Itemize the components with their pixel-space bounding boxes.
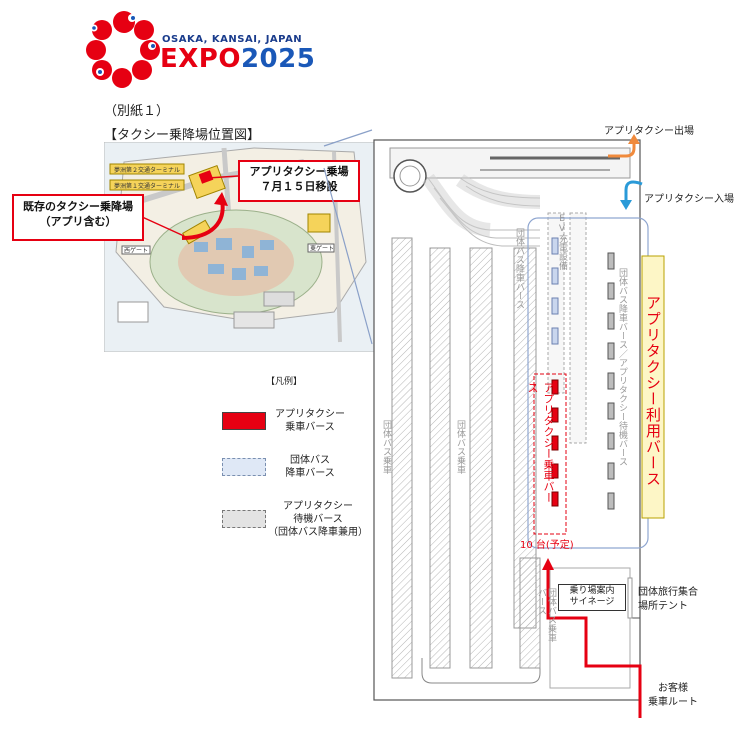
- legend-title: 【凡例】: [266, 377, 303, 387]
- logo-year: 2025: [240, 44, 316, 74]
- west-gate-label: 西ゲート: [124, 247, 148, 255]
- callout-app-line1: アプリタクシー乗場: [249, 165, 349, 178]
- tent-line1: 団体旅行集合: [638, 587, 698, 598]
- lane-label-bus-dropoff: 団体バス降車バース: [514, 228, 524, 309]
- berth-count-label: 10 台(予定): [520, 540, 574, 551]
- signage-line1: 乗り場案内: [569, 586, 615, 596]
- tent-line2: 場所テント: [638, 601, 688, 612]
- customer-route-arrow-icon: [542, 558, 554, 570]
- legend-swatch-boarding: [222, 412, 266, 430]
- legend-item-waiting: アプリタクシー 待機バース （団体バス降車兼用）: [262, 500, 374, 539]
- relocation-arrow-head-icon: [214, 192, 228, 206]
- east-gate-label: 東ゲート: [310, 245, 334, 253]
- legend-swatch-bus-dropoff: [222, 458, 266, 476]
- annex-label: （別紙１）: [104, 104, 170, 119]
- legend-boarding-line1: アプリタクシー: [275, 409, 345, 420]
- entry-label: アプリタクシー入場: [644, 194, 734, 205]
- entry-arrow: [624, 180, 643, 202]
- boarding-berth-label: アプリタクシー乗車バース: [526, 382, 555, 503]
- signage-box: 乗り場案内 サイネージ: [558, 584, 626, 611]
- route-line1: お客様: [658, 683, 688, 694]
- entry-arrow-head-icon: [620, 200, 632, 210]
- callout-app-line2: ７月１５日移設: [260, 180, 338, 193]
- callout-app-taxi-stand: アプリタクシー乗場 ７月１５日移設: [238, 160, 360, 202]
- signage-line2: サイネージ: [569, 597, 615, 607]
- exit-arrow-head-icon: [628, 134, 640, 144]
- legend-bus-line1: 団体バス: [290, 455, 330, 466]
- page-title: 【タクシー乗降場位置図】: [104, 128, 261, 143]
- legend-swatch-waiting: [222, 510, 266, 528]
- logo-expo: EXPO: [160, 44, 241, 74]
- logo-wordmark: EXPO2025: [160, 44, 315, 74]
- lane-label-group-bus-board-2: 団体バス乗車: [455, 420, 465, 474]
- legend-item-bus-dropoff: 団体バス 降車バース: [270, 454, 350, 480]
- route-line2: 乗車ルート: [648, 697, 698, 708]
- legend-waiting-line3: （団体バス降車兼用）: [268, 527, 368, 538]
- logo-subtitle: OSAKA, KANSAI, JAPAN: [162, 34, 303, 45]
- site-plan: [373, 134, 665, 718]
- callout-existing-taxi-stand: 既存のタクシー乗降場 （アプリ含む）: [12, 194, 144, 241]
- customer-route-line: [546, 568, 642, 718]
- relocation-arrow: [181, 199, 225, 240]
- legend-waiting-line2: 待機バース: [293, 514, 343, 525]
- legend-waiting-line1: アプリタクシー: [283, 501, 353, 512]
- customer-route-label: お客様 乗車ルート: [648, 682, 698, 710]
- use-lane-label: アプリタクシー利用バース: [644, 295, 662, 487]
- lane-label-bus-board-lower: 団体バス乗車バース: [536, 588, 556, 642]
- legend-item-boarding: アプリタクシー 乗車バース: [270, 408, 350, 434]
- tent-label: 団体旅行集合 場所テント: [638, 586, 698, 614]
- exit-label: アプリタクシー出場: [604, 126, 694, 137]
- lane-label-group-bus-board: 団体バス乗車: [381, 420, 391, 474]
- legend-boarding-line2: 乗車バース: [285, 422, 335, 433]
- legend-bus-line2: 降車バース: [285, 468, 335, 479]
- terminal-1-label: 夢洲第１交通ターミナル: [114, 182, 180, 190]
- expo-mascot-ring-icon: [86, 11, 160, 88]
- lane-label-waiting: 団体バス降車バース／アプリタクシー待機バース: [617, 268, 627, 466]
- lane-label-ev-charging: EV充電設備: [557, 214, 567, 270]
- expo-logo: [86, 8, 306, 92]
- terminal-2-label: 夢洲第２交通ターミナル: [114, 166, 180, 174]
- callout-existing-line2: （アプリ含む）: [39, 215, 117, 228]
- callout-existing-line1: 既存のタクシー乗降場: [23, 200, 133, 213]
- exit-arrow: [608, 142, 636, 158]
